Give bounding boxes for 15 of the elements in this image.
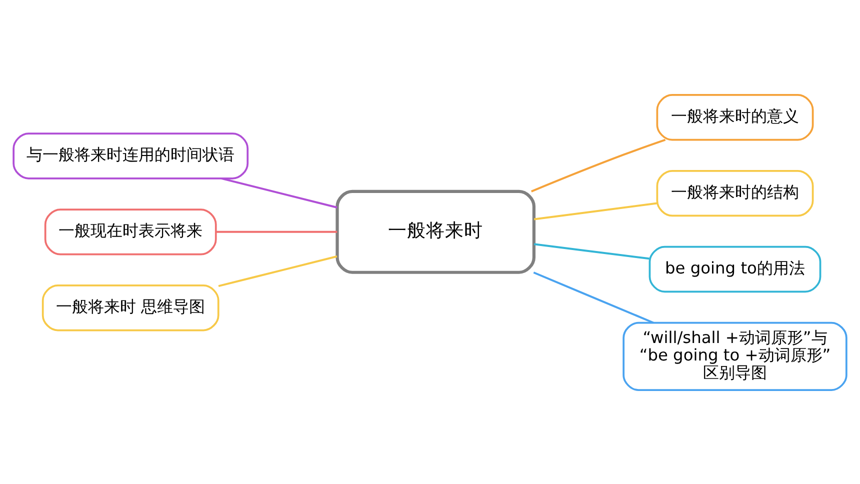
node-box: “will/shall +动词原形”与 “be going to +动词原形” 区别导图 (622, 321, 848, 390)
connector (533, 271, 654, 324)
connector (218, 254, 338, 287)
node-box: 一般将来时的意义 (656, 94, 814, 140)
node-box: be going to的用法 (648, 245, 822, 292)
connector (534, 202, 658, 220)
node-box: 一般将来时的结构 (656, 169, 814, 216)
connector (531, 138, 666, 192)
node-box: 一般将来时 思维导图 (42, 284, 220, 331)
connector (216, 230, 338, 232)
connector (221, 176, 338, 208)
node-box: 一般现在时表示将来 (44, 208, 217, 255)
node-box: 一般将来时 (336, 189, 536, 274)
node-box: 与一般将来时连用的时间状语 (12, 132, 249, 179)
connector (534, 242, 650, 260)
